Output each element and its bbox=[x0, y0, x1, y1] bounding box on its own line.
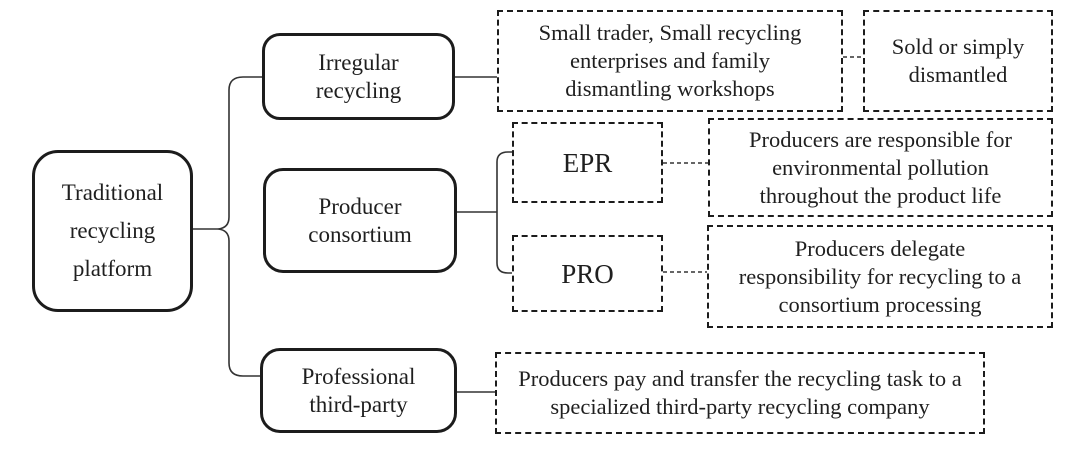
node-professional-third-party: Professional third-party bbox=[260, 348, 457, 433]
node-producer-consortium: Producer consortium bbox=[263, 168, 457, 273]
brace-connector bbox=[217, 76, 262, 377]
node-small-trader-description: Small trader, Small recycling enterprise… bbox=[497, 10, 843, 112]
node-irregular-recycling: Irregular recycling bbox=[262, 33, 455, 120]
node-third-party-description: Producers pay and transfer the recycling… bbox=[495, 352, 985, 434]
node-traditional-recycling-platform: Traditional recycling platform bbox=[32, 150, 193, 312]
epr-pro-bracket-connector bbox=[496, 151, 512, 274]
node-sold-or-dismantled: Sold or simply dismantled bbox=[863, 10, 1053, 112]
node-pro-description: Producers delegate responsibility for re… bbox=[707, 225, 1053, 328]
node-epr: EPR bbox=[512, 122, 663, 203]
node-epr-description: Producers are responsible for environmen… bbox=[708, 118, 1053, 217]
node-pro: PRO bbox=[512, 235, 663, 312]
